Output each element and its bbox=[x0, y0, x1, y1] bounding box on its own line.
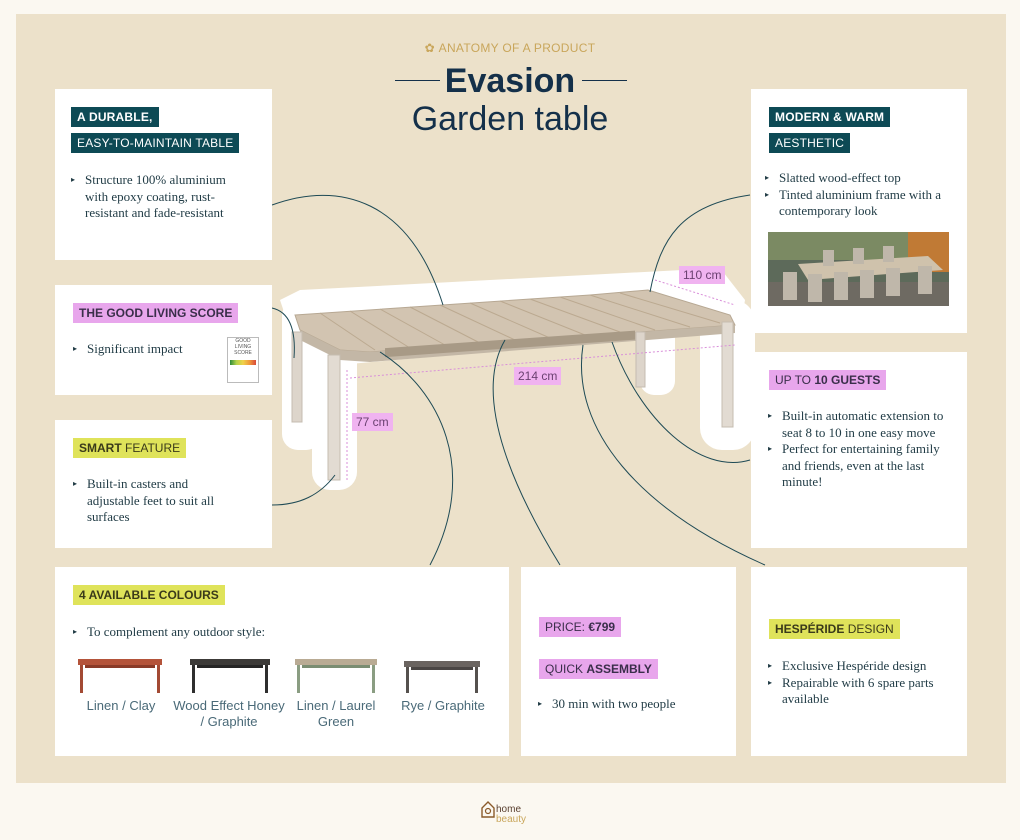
table-slats bbox=[319, 292, 721, 351]
modern-tag-2: AESTHETIC bbox=[769, 133, 851, 153]
gear-icon: ✿ bbox=[424, 41, 435, 55]
list-item: Significant impact bbox=[73, 341, 213, 358]
price-bullets: 30 min with two people bbox=[538, 696, 723, 713]
hesperide-bullets: Exclusive Hespéride design Repairable wi… bbox=[768, 658, 953, 708]
title-rule-right bbox=[582, 80, 627, 81]
extension-rail bbox=[385, 330, 635, 358]
swatch-label: Linen / Clay bbox=[86, 698, 156, 713]
list-item: Perfect for entertaining family and frie… bbox=[768, 441, 948, 491]
list-item: Slatted wood-effect top bbox=[765, 170, 955, 187]
leg-back-left bbox=[291, 331, 303, 423]
list-item: Built-in casters and adjustable feet to … bbox=[73, 476, 223, 526]
list-item: Exclusive Hespéride design bbox=[768, 658, 953, 675]
assembly-tag: QUICK ASSEMBLY bbox=[539, 659, 658, 679]
durable-tag-2: EASY-TO-MAINTAIN TABLE bbox=[71, 133, 240, 153]
durable-tag-1: A DURABLE, bbox=[71, 107, 159, 127]
card-modern-aesthetic: MODERN & WARM AESTHETIC Slatted wood-eff… bbox=[751, 89, 967, 333]
list-item: To complement any outdoor style: bbox=[73, 624, 453, 641]
card-good-living-score: THE GOOD LIVING SCORE Significant impact… bbox=[55, 285, 272, 395]
score-tag: THE GOOD LIVING SCORE bbox=[73, 303, 239, 323]
leg-back-right bbox=[635, 331, 646, 388]
guests-tag: UP TO 10 GUESTS bbox=[769, 370, 887, 390]
score-bullets: Significant impact bbox=[73, 341, 213, 358]
connector-lines bbox=[271, 194, 766, 566]
durable-bullets: Structure 100% aluminium with epoxy coat… bbox=[71, 172, 241, 222]
dimension-length: 214 cm bbox=[514, 367, 562, 385]
page-title: Evasion bbox=[444, 62, 576, 100]
modern-bullets: Slatted wood-effect top Tinted aluminium… bbox=[765, 170, 955, 220]
card-durable: A DURABLE, EASY-TO-MAINTAIN TABLE Struct… bbox=[55, 89, 272, 260]
score-scale bbox=[230, 360, 256, 365]
smart-bullets: Built-in casters and adjustable feet to … bbox=[73, 476, 223, 526]
swatch-wood-effect-honey-graphite bbox=[190, 659, 270, 693]
card-colours: 4 AVAILABLE COLOURS To complement any ou… bbox=[55, 567, 509, 756]
hesperide-tag: HESPÉRIDE DESIGN bbox=[769, 619, 900, 639]
swatch-linen-clay bbox=[78, 659, 162, 693]
house-icon bbox=[481, 801, 495, 818]
swatch-label: Wood Effect Honey / Graphite bbox=[173, 698, 285, 729]
leg-front-right bbox=[721, 321, 734, 428]
list-item: Repairable with 6 spare parts available bbox=[768, 675, 953, 708]
colours-tag: 4 AVAILABLE COLOURS bbox=[73, 585, 225, 605]
card-hesperide: HESPÉRIDE DESIGN Exclusive Hespéride des… bbox=[751, 567, 967, 756]
price-tag: PRICE: €799 bbox=[539, 617, 622, 637]
smart-tag: SMART FEATURE bbox=[73, 438, 187, 458]
modern-tag-1: MODERN & WARM bbox=[769, 107, 891, 127]
swatch-label: Linen / Laurel Green bbox=[296, 698, 376, 729]
card-guests: UP TO 10 GUESTS Built-in automatic exten… bbox=[751, 352, 967, 548]
good-living-score-badge: GOOD LIVING SCORE bbox=[227, 337, 259, 383]
list-item: Tinted aluminium frame with a contempora… bbox=[765, 187, 955, 220]
swatch-rye-graphite bbox=[404, 661, 480, 693]
swatch-linen-laurel-green bbox=[295, 659, 377, 693]
swatch-label: Rye / Graphite bbox=[401, 698, 485, 713]
dimension-height: 77 cm bbox=[352, 413, 393, 431]
kicker: ✿ ANATOMY OF A PRODUCT bbox=[424, 41, 596, 55]
card-smart-feature: SMART FEATURE Built-in casters and adjus… bbox=[55, 420, 272, 548]
list-item: Structure 100% aluminium with epoxy coat… bbox=[71, 172, 241, 222]
title-rule-left bbox=[395, 80, 440, 81]
guests-bullets: Built-in automatic extension to seat 8 t… bbox=[768, 408, 948, 491]
colours-bullets: To complement any outdoor style: bbox=[73, 624, 453, 641]
page-subtitle: Garden table bbox=[411, 100, 609, 138]
table-lifestyle-photo bbox=[768, 232, 949, 306]
leg-front-left bbox=[327, 354, 341, 481]
card-price: PRICE: €799 QUICK ASSEMBLY 30 min with t… bbox=[521, 567, 736, 756]
dimension-guides bbox=[346, 279, 736, 480]
dimension-depth: 110 cm bbox=[679, 266, 726, 284]
list-item: 30 min with two people bbox=[538, 696, 723, 713]
list-item: Built-in automatic extension to seat 8 t… bbox=[768, 408, 948, 441]
